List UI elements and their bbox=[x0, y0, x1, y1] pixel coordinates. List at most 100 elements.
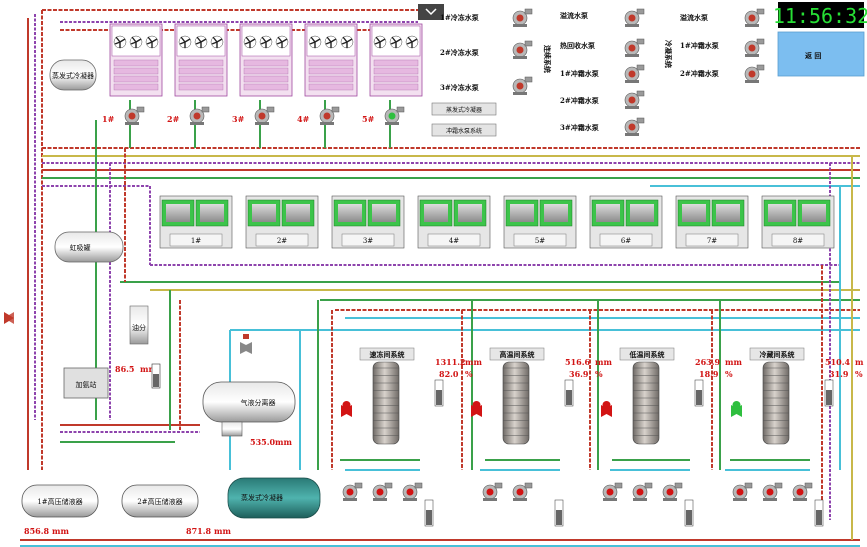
panel-pump-icon[interactable] bbox=[744, 38, 765, 57]
condenser-number: 3# bbox=[232, 114, 245, 124]
condenser-pump[interactable] bbox=[254, 106, 275, 125]
system-name: 低温间系统 bbox=[629, 350, 665, 359]
condenser-pump[interactable] bbox=[319, 106, 340, 125]
compressor-number: 3# bbox=[363, 237, 373, 245]
system-percent-value: 82.0 bbox=[439, 369, 459, 379]
condenser-unit[interactable]: 4# bbox=[297, 23, 358, 124]
panel-pump-icon[interactable] bbox=[512, 40, 533, 59]
clock-display: 11:56:32 bbox=[773, 2, 867, 28]
condenser-unit[interactable]: 1# bbox=[102, 23, 163, 124]
circulation-pump[interactable] bbox=[662, 482, 683, 501]
series-system-label: 连续系统 bbox=[543, 45, 552, 73]
panel-pump-icon[interactable] bbox=[624, 38, 645, 57]
evap-condenser-button[interactable]: 蒸发式冷凝器 bbox=[431, 102, 497, 116]
compressor-unit[interactable]: 2# bbox=[245, 195, 319, 249]
hp-tank-2[interactable]: 2#高压储液器 bbox=[121, 484, 199, 518]
system-valve[interactable] bbox=[341, 401, 352, 417]
panel-pump-icon[interactable] bbox=[624, 90, 645, 109]
system-valve[interactable] bbox=[471, 401, 482, 417]
fan-icon bbox=[210, 35, 224, 49]
hp-tank-1-label: 1#高压储液器 bbox=[37, 497, 82, 506]
charging-station[interactable]: 加氨站 bbox=[63, 367, 109, 399]
condenser-pump[interactable] bbox=[189, 106, 210, 125]
siphon-tank-label: 虹吸罐 bbox=[70, 243, 91, 252]
charging-station-label: 加氨站 bbox=[76, 380, 97, 389]
frost-pump-right-2-label: 2#冲霜水泵 bbox=[680, 69, 719, 78]
circulation-pump[interactable] bbox=[512, 482, 533, 501]
compressor-unit[interactable]: 4# bbox=[417, 195, 491, 249]
circulation-pump[interactable] bbox=[732, 482, 753, 501]
svg-text:冲霜水泵系统: 冲霜水泵系统 bbox=[446, 127, 482, 135]
panel-pump-icon[interactable] bbox=[744, 64, 765, 83]
circulation-pump[interactable] bbox=[792, 482, 813, 501]
compressor-unit[interactable]: 6# bbox=[589, 195, 663, 249]
circulation-pump[interactable] bbox=[372, 482, 393, 501]
overflow-pump-1-label: 溢流水泵 bbox=[560, 11, 588, 20]
svg-text:蒸发式冷凝器: 蒸发式冷凝器 bbox=[446, 106, 482, 114]
panel-pump-icon[interactable] bbox=[512, 8, 533, 27]
compressor-number: 8# bbox=[793, 237, 803, 245]
oil-separator[interactable]: 油分 bbox=[129, 305, 149, 345]
circulation-pump[interactable] bbox=[602, 482, 623, 501]
compressor-row: 1#2# 3# 4# 5# 6# 7# 8# bbox=[159, 195, 835, 249]
circulation-pump[interactable] bbox=[402, 482, 423, 501]
circulation-pump[interactable] bbox=[342, 482, 363, 501]
panel-pump-icon[interactable] bbox=[624, 8, 645, 27]
panel-pump-icon[interactable] bbox=[624, 64, 645, 83]
panel-pump-icon[interactable] bbox=[624, 117, 645, 136]
compressor-number: 4# bbox=[449, 237, 459, 245]
compressor-unit[interactable]: 3# bbox=[331, 195, 405, 249]
flush-system-button[interactable]: 冲霜水泵系统 bbox=[431, 123, 497, 137]
circulation-pump[interactable] bbox=[482, 482, 503, 501]
condenser-pump[interactable] bbox=[384, 106, 405, 125]
condenser-number: 5# bbox=[362, 114, 375, 124]
separator-level-unit: mm bbox=[275, 437, 292, 447]
system-percent-unit: % bbox=[595, 369, 603, 379]
evap-condenser-bottom[interactable]: 蒸发式冷凝器 bbox=[227, 477, 321, 519]
evap-condenser-top-label: 蒸发式冷凝器 bbox=[52, 71, 94, 80]
back-button[interactable]: 返 回 bbox=[777, 31, 865, 77]
separator-valve[interactable] bbox=[240, 334, 252, 354]
condenser-unit[interactable]: 2# bbox=[167, 23, 228, 124]
compressor-unit[interactable]: 5# bbox=[503, 195, 577, 249]
system-valve[interactable] bbox=[731, 401, 742, 417]
compressor-unit[interactable]: 8# bbox=[761, 195, 835, 249]
condenser-unit[interactable]: 5# bbox=[362, 23, 423, 124]
panel-pump-icon[interactable] bbox=[512, 76, 533, 95]
siphon-tank[interactable]: 虹吸罐 bbox=[54, 231, 124, 263]
system-name: 冷藏间系统 bbox=[760, 350, 795, 359]
system-level-value: 1311.2 bbox=[435, 357, 466, 367]
compressor-unit[interactable]: 7# bbox=[675, 195, 749, 249]
evap-condenser-tank-top[interactable]: 蒸发式冷凝器 bbox=[49, 59, 97, 91]
panel-pump-icon[interactable] bbox=[744, 8, 765, 27]
condenser-unit[interactable]: 3# bbox=[232, 23, 293, 124]
condenser-number: 2# bbox=[167, 114, 180, 124]
circulation-pump[interactable] bbox=[632, 482, 653, 501]
evaporative-condensers: 1# 2# 3# 4# 5# bbox=[102, 23, 423, 125]
hp-tank-1[interactable]: 1#高压储液器 bbox=[21, 484, 99, 518]
system-level-unit: mm bbox=[725, 357, 742, 367]
fan-icon bbox=[178, 35, 192, 49]
condenser-pump[interactable] bbox=[124, 106, 145, 125]
compressor-unit[interactable]: 1# bbox=[159, 195, 233, 249]
fan-icon bbox=[340, 35, 354, 49]
left-valve[interactable] bbox=[4, 312, 14, 324]
heat-recovery-pump-label: 热回收水泵 bbox=[560, 41, 595, 50]
system-valve[interactable] bbox=[601, 401, 612, 417]
fan-icon bbox=[129, 35, 143, 49]
gas-liquid-separator[interactable]: 气液分离器 bbox=[202, 381, 296, 437]
circulation-pump[interactable] bbox=[762, 482, 783, 501]
pipe-network bbox=[20, 9, 860, 547]
compressor-number: 6# bbox=[621, 237, 631, 245]
fan-icon bbox=[259, 35, 273, 49]
tank1-level-value: 856.8 bbox=[24, 526, 49, 536]
hp-tank-2-label: 2#高压储液器 bbox=[137, 497, 182, 506]
system-level-value: 510.4 bbox=[825, 357, 850, 367]
collapse-button[interactable] bbox=[418, 4, 444, 20]
frost-system-label: 冷凝系统 bbox=[664, 40, 673, 68]
